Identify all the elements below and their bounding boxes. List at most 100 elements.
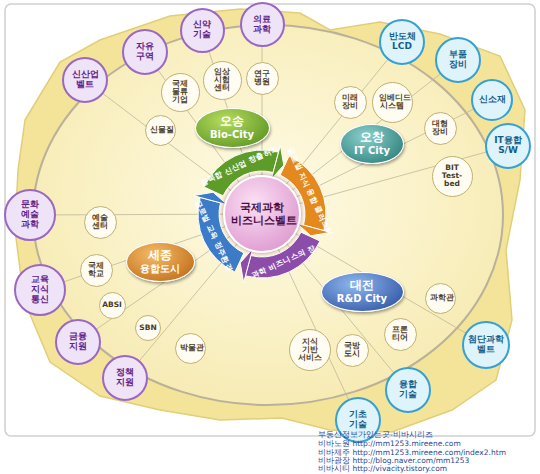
node-label: ABSI: [102, 301, 122, 309]
theme-circle: 문화 예술 과학: [4, 189, 56, 241]
node-label: 임상 시험 센터: [210, 68, 234, 92]
technology-circle: IT융합 S/W: [485, 123, 531, 169]
facility-circle: 신물질: [145, 115, 176, 146]
technology-circle: 반도체 LCD: [379, 19, 425, 65]
node-text: 대형 장비: [429, 120, 451, 136]
node-label: SBN: [139, 324, 156, 332]
source-note: 비바노원 http://mm1253.mireene.com: [318, 440, 461, 448]
arrow-head: [240, 249, 252, 283]
node-text: 반도체 LCD: [385, 32, 420, 52]
city-oval: 오창IT City: [340, 124, 404, 164]
source-note: 부동산정보가있는곳-비바시리즈: [318, 431, 433, 439]
hub-circle: 국제과학 비즈니스벨트: [223, 175, 301, 253]
facility-circle: 임상 시험 센터: [203, 61, 242, 100]
node-label: 연구 병원: [251, 70, 273, 86]
node-text: 정책 지원: [108, 368, 143, 388]
node-label: IT융합 S/W: [491, 136, 526, 156]
node-text: 연구 병원: [251, 70, 273, 86]
node-text: 국제 학교: [85, 262, 107, 278]
node-label: 국제 학교: [85, 262, 107, 278]
node-text: 부품 장비: [441, 50, 476, 70]
node-label: 정책 지원: [108, 368, 143, 388]
facility-circle: 대형 장비: [424, 112, 457, 145]
node-text: 박물관: [180, 344, 201, 352]
node-label: 부품 장비: [441, 50, 476, 70]
node-text: 임베디드 시스템: [379, 94, 405, 110]
source-note: 비바광장 http://blog.naver.com/mm1253: [318, 457, 469, 465]
theme-circle: 교육 지식 통신: [14, 264, 66, 316]
node-text: 신약 기술: [185, 20, 219, 40]
node-label: 국제 물류 기업: [168, 80, 192, 104]
node-label: 예술 센터: [89, 214, 111, 230]
frame: [5, 4, 535, 436]
node-text: IT융합 S/W: [491, 136, 526, 156]
node-label: 국제과학 비즈니스벨트: [231, 201, 293, 227]
node-text: 지식 기반 서비스: [297, 338, 324, 362]
facility-circle: 예술 센터: [84, 206, 117, 239]
node-label: BIT Test-bed: [439, 164, 465, 188]
node-text: 신산업 벨트: [68, 70, 103, 90]
node-label: 세종: [140, 249, 180, 263]
node-text: 융합 기술: [391, 380, 426, 400]
facility-circle: 임베디드 시스템: [372, 82, 413, 123]
node-label: 의료 과학: [245, 15, 279, 35]
node-text: 오창IT City: [354, 131, 390, 156]
node-label: 임베디드 시스템: [379, 94, 405, 110]
theme-circle: 정책 지원: [102, 355, 148, 401]
theme-circle: 자유 구역: [122, 29, 168, 75]
node-text: 프론 티어: [389, 326, 411, 342]
node-label: IT City: [354, 145, 390, 157]
facility-circle: 국제 학교: [80, 254, 113, 287]
node-text: 신소재: [479, 95, 506, 105]
belt-ellipse: [33, 25, 503, 405]
technology-circle: 부품 장비: [435, 37, 481, 83]
node-label: 과학관: [430, 294, 451, 302]
facility-circle: 지식 기반 서비스: [289, 329, 331, 371]
region-outline: [15, 9, 525, 432]
theme-circle: 신산업 벨트: [62, 57, 108, 103]
node-text: 의료 과학: [245, 15, 279, 35]
theme-circle: 금융 지원: [55, 319, 101, 365]
node-text: 오송Bio-City: [210, 115, 254, 140]
node-text: 신물질: [150, 126, 171, 134]
node-label: 대형 장비: [429, 120, 451, 136]
node-label: 대전: [337, 279, 387, 293]
theme-circle: 신약 기술: [180, 8, 225, 53]
node-label: 신물질: [150, 126, 171, 134]
node-text: ABSI: [102, 301, 122, 309]
node-label: 오송: [210, 115, 254, 129]
technology-circle: 융합 기술: [385, 367, 431, 413]
node-text: 자유 구역: [128, 42, 163, 62]
city-oval: 세종융합도시: [126, 242, 195, 282]
node-label: 금융 지원: [61, 332, 96, 352]
facility-circle: SBN: [135, 315, 161, 341]
node-text: BIT Test-bed: [439, 164, 465, 188]
facility-circle: 박물관: [175, 333, 206, 364]
facility-circle: 과학관: [425, 283, 456, 314]
node-label: 프론 티어: [389, 326, 411, 342]
node-label: 첨단과학 벨트: [468, 335, 505, 355]
facility-circle: ABSI: [99, 292, 126, 319]
node-label: 박물관: [180, 344, 201, 352]
node-label: 신소재: [479, 95, 506, 105]
facility-circle: 프론 티어: [384, 318, 417, 351]
city-oval: 대전R&D City: [321, 272, 404, 312]
node-text: 국제 물류 기업: [168, 80, 192, 104]
facility-circle: 국방 도시: [336, 334, 369, 367]
facility-circle: 국제 물류 기업: [161, 73, 200, 112]
source-note: 비바제주 http://mm1253.mireene.com/index2.ht…: [318, 449, 506, 457]
theme-circle: 의료 과학: [240, 2, 285, 47]
node-label: 반도체 LCD: [385, 32, 420, 52]
node-text: 교육 지식 통신: [23, 275, 58, 305]
facility-circle: 연구 병원: [246, 62, 279, 95]
node-text: 문화 예술 과학: [13, 200, 48, 230]
node-label: 융합 기술: [391, 380, 426, 400]
node-text: 첨단과학 벨트: [468, 335, 505, 355]
node-label: 융합도시: [140, 263, 180, 275]
technology-circle: 첨단과학 벨트: [462, 321, 510, 369]
node-label: 지식 기반 서비스: [297, 338, 324, 362]
technology-circle: 신소재: [471, 79, 513, 121]
node-label: 오창: [354, 131, 390, 145]
